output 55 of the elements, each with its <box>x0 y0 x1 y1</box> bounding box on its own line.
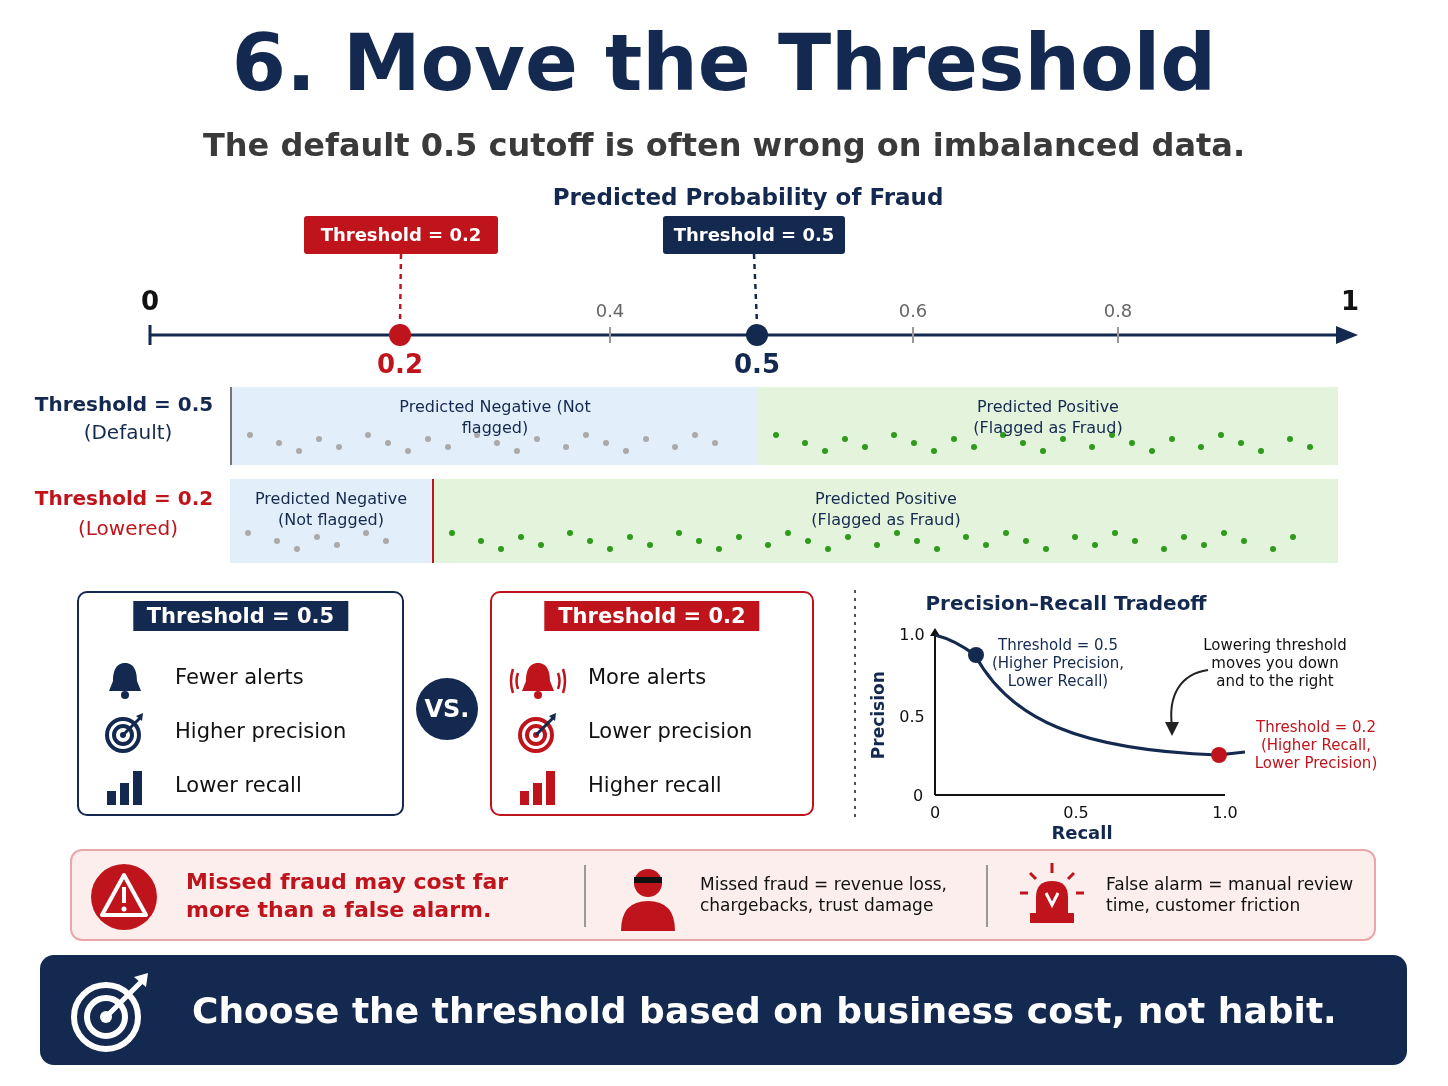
tick-label: 0.5 <box>1063 803 1089 823</box>
band-label: Predicted Positive (Flagged as Fraud) <box>810 489 962 531</box>
point-annotation: Threshold = 0.5 (Higher Precision, Lower Recall) <box>990 636 1126 690</box>
threshold-tag: Threshold = 0.2 <box>304 216 498 254</box>
tick-label: 1 <box>1340 286 1360 318</box>
card-item-text: Fewer alerts <box>175 665 304 689</box>
axis-title: Predicted Probability of Fraud <box>552 184 944 212</box>
marker-dot <box>389 324 411 346</box>
tick-label: 0.4 <box>595 300 625 322</box>
card-item-text: Higher precision <box>175 719 347 743</box>
point-annotation: Threshold = 0.2 (Higher Recall, Lower Precision) <box>1253 718 1379 772</box>
cost-note: False alarm = manual review time, customer friction <box>1106 873 1355 917</box>
marker-dot <box>746 324 768 346</box>
takeaway-banner <box>40 955 1407 1065</box>
threshold-value: 0.2 <box>376 349 424 381</box>
threshold-tag: Threshold = 0.2 <box>544 601 760 631</box>
axis-title: Recall <box>1051 822 1113 844</box>
band-label: Predicted Positive (Flagged as Fraud) <box>972 397 1124 439</box>
annotation-note: Lowering threshold moves you down and to the right <box>1202 636 1348 690</box>
tick-label: 1.0 <box>899 625 925 645</box>
prediction-band <box>758 387 1338 465</box>
warning-text: Missed fraud may cost far more than a false alarm. <box>186 867 510 923</box>
cost-note: Missed fraud = revenue loss, chargebacks, trust damage <box>700 873 948 917</box>
row-label: Threshold = 0.2 <box>34 486 214 510</box>
prediction-band <box>230 387 758 465</box>
card-item-text: Lower recall <box>175 773 302 797</box>
threshold-tag: Threshold = 0.5 <box>663 216 845 254</box>
row-label: Threshold = 0.5 <box>34 392 214 416</box>
card-item-text: Lower precision <box>588 719 753 743</box>
title: 6. Move the Threshold <box>230 18 1218 108</box>
tick-label: 0.5 <box>899 707 925 727</box>
card-item-text: More alerts <box>588 665 707 689</box>
subtitle: The default 0.5 cutoff is often wrong on imbalanced data. <box>202 126 1246 165</box>
tick-label: 0 <box>929 803 941 823</box>
comparison-card <box>77 591 404 816</box>
row-note: (Lowered) <box>77 516 179 540</box>
warning-panel <box>70 849 1376 941</box>
band-label: Predicted Negative (Not flagged) <box>398 397 592 439</box>
row-note: (Default) <box>83 420 173 444</box>
axis-title: Precision <box>867 671 889 760</box>
band-label: Predicted Negative (Not flagged) <box>254 489 408 531</box>
card-item-text: Higher recall <box>588 773 722 797</box>
tick-label: 0.8 <box>1103 300 1133 322</box>
threshold-tag: Threshold = 0.5 <box>132 601 349 631</box>
tick-label: 0 <box>140 286 160 318</box>
tick-label: 0.6 <box>898 300 928 322</box>
vs-badge: VS. <box>416 678 478 740</box>
prediction-band <box>432 479 1338 563</box>
prediction-band <box>230 479 432 563</box>
tick-label: 1.0 <box>1212 803 1238 823</box>
threshold-value: 0.5 <box>733 349 781 381</box>
tick-label: 0 <box>912 786 924 806</box>
chart-title: Precision–Recall Tradeoff <box>925 591 1207 615</box>
takeaway-text: Choose the threshold based on business cost, not habit. <box>192 989 1337 1031</box>
comparison-card <box>490 591 814 816</box>
